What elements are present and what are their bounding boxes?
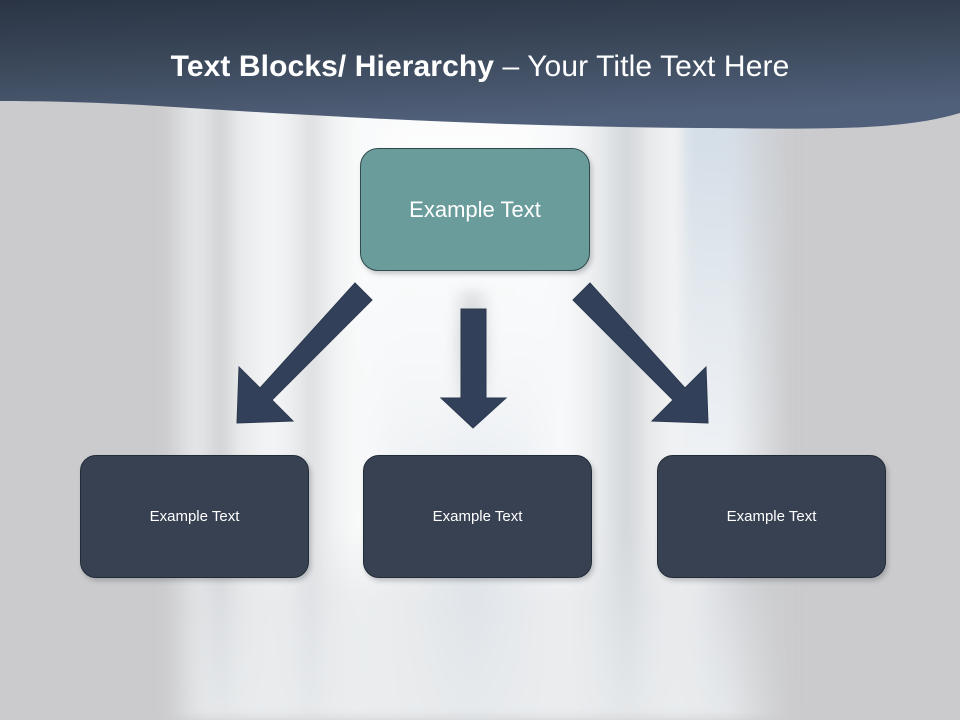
page-title-bold: Text Blocks/ Hierarchy	[170, 50, 495, 83]
header-shape	[0, 0, 960, 129]
hierarchy-root-box[interactable]: Example Text	[360, 148, 590, 271]
hierarchy-child-label-2: Example Text	[432, 508, 523, 525]
hierarchy-child-box-2[interactable]: Example Text	[363, 455, 592, 578]
page-title-regular: – Your Title Text Here	[494, 50, 790, 83]
hierarchy-child-label-1: Example Text	[149, 508, 240, 525]
slide-header: Text Blocks/ Hierarchy – Your Title Text…	[0, 0, 960, 140]
header-wave-fill	[0, 0, 960, 129]
hierarchy-child-label-3: Example Text	[726, 508, 817, 525]
hierarchy-child-box-1[interactable]: Example Text	[80, 455, 309, 578]
page-title: Text Blocks/ Hierarchy – Your Title Text…	[0, 52, 960, 82]
hierarchy-child-box-3[interactable]: Example Text	[657, 455, 886, 578]
hierarchy-root-label: Example Text	[409, 196, 541, 222]
